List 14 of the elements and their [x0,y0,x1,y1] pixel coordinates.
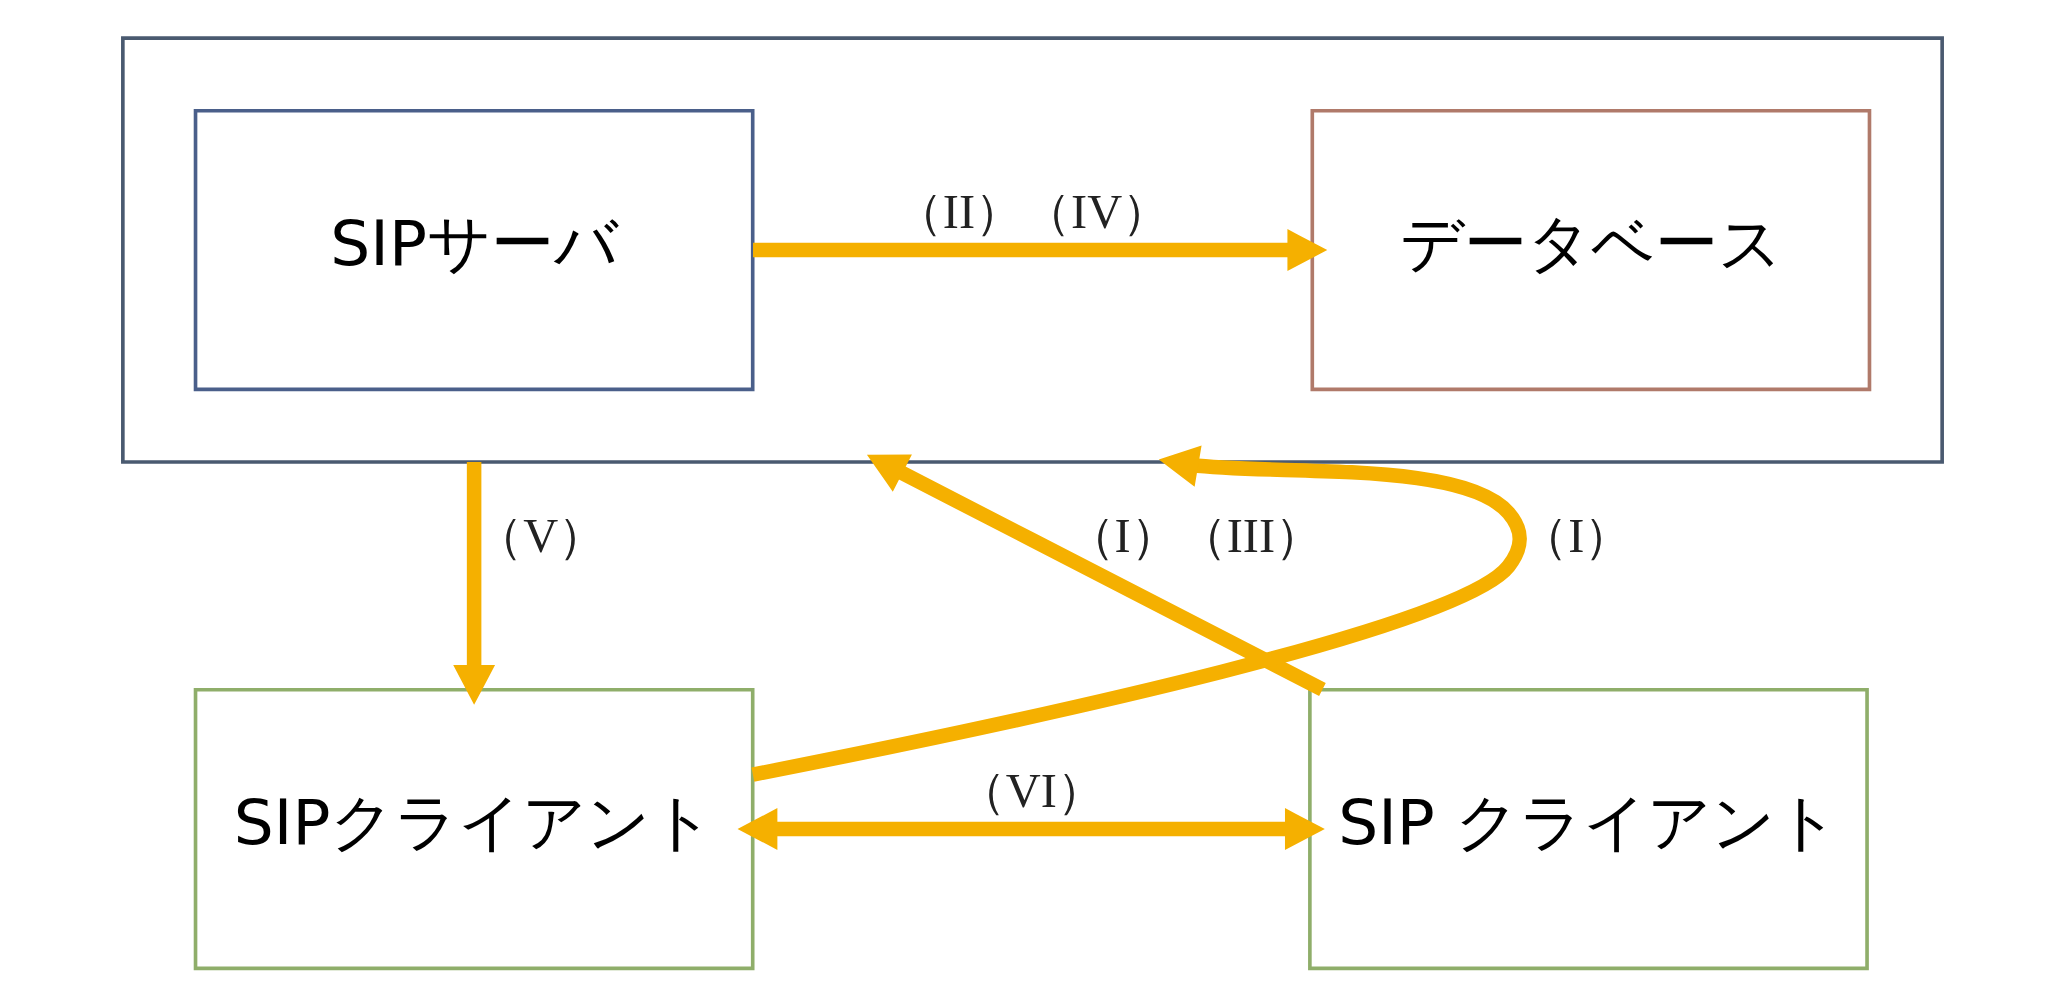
edge-label: （VI） [957,763,1105,817]
edge-label: （I）（III） [1066,508,1324,562]
node-box: SIP クライアント [1308,687,1869,970]
edge-label: （I） [1520,508,1633,562]
node-box: データベース [1310,108,1872,391]
arrow [866,454,1326,696]
edge-label: （V） [475,508,607,562]
arrow [737,807,1325,850]
arrow [753,228,1328,271]
edge-label: （II）（IV） [894,184,1171,238]
node-box: SIPクライアント [193,687,755,970]
cluster [121,35,1944,464]
arrow [453,461,496,705]
node-box: SIPサーバ [193,108,755,391]
